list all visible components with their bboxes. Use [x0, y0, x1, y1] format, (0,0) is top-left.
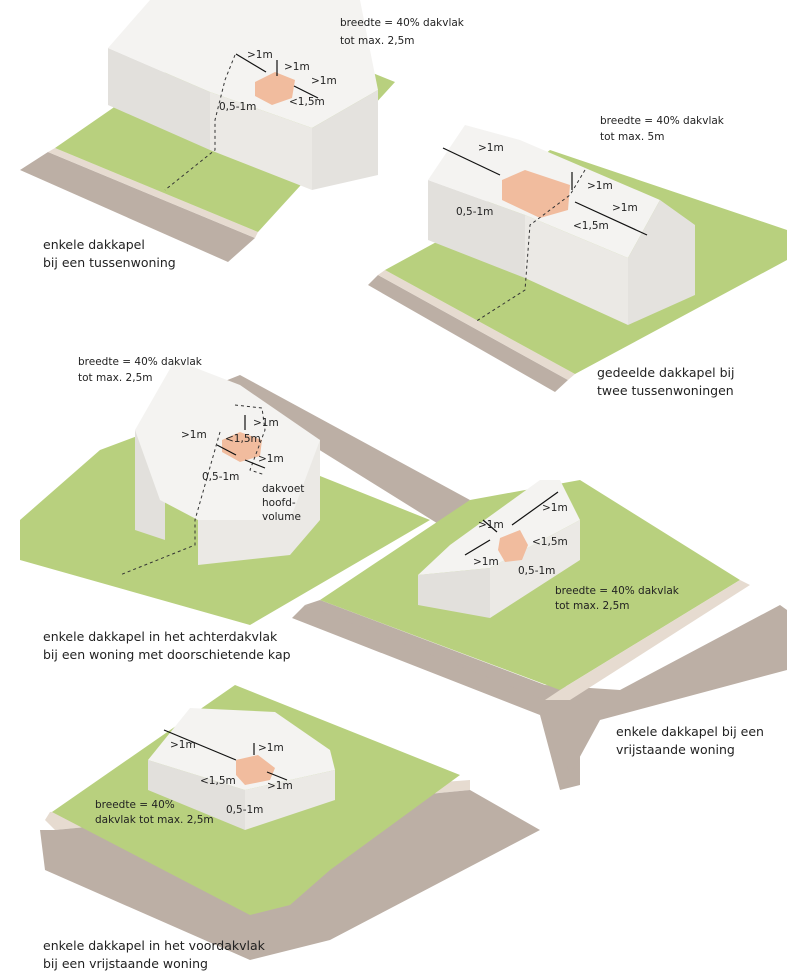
dimension-label: >1m: [181, 429, 207, 441]
note-line: tot max. 2,5m: [555, 600, 630, 612]
dimension-label: 0,5-1m: [226, 804, 264, 816]
scene-1-illustration: [20, 0, 395, 262]
dimension-label: >1m: [612, 202, 638, 214]
extra-label: hoofd-: [262, 497, 296, 509]
note-line: breedte = 40% dakvlak: [555, 585, 679, 597]
dimension-label: >1m: [478, 142, 504, 154]
caption-line: gedeelde dakkapel bij: [597, 365, 735, 380]
extra-label: dakvoet: [262, 483, 305, 495]
dimension-label: 0,5-1m: [518, 565, 556, 577]
extra-label: volume: [262, 511, 301, 523]
dimension-label: <1,5m: [200, 775, 236, 787]
dimension-label: >1m: [473, 556, 499, 568]
dimension-label: >1m: [170, 739, 196, 751]
note-line: breedte = 40%: [95, 799, 175, 811]
caption-line: bij een vrijstaande woning: [43, 956, 208, 971]
caption-line: enkele dakkapel: [43, 237, 145, 252]
caption: gedeelde dakkapel bij twee tussenwoningen: [597, 364, 734, 400]
dimension-label: >1m: [258, 453, 284, 465]
note-line: tot max. 2,5m: [340, 35, 415, 47]
dimension-label: >1m: [587, 180, 613, 192]
note-line: tot max. 5m: [600, 131, 665, 143]
caption: enkele dakkapel bij een vrijstaande wonin…: [616, 723, 764, 759]
dimension-label: >1m: [267, 780, 293, 792]
caption: enkele dakkapel in het voordakvlak bij ee…: [43, 937, 265, 973]
dimension-label: >1m: [247, 49, 273, 61]
scene-4-illustration: [292, 480, 787, 790]
dimension-label: >1m: [253, 417, 279, 429]
dimension-label: >1m: [478, 519, 504, 531]
caption-line: enkele dakkapel in het voordakvlak: [43, 938, 265, 953]
dimension-label: >1m: [258, 742, 284, 754]
note-line: dakvlak tot max. 2,5m: [95, 814, 214, 826]
caption-line: bij een tussenwoning: [43, 255, 176, 270]
caption-line: enkele dakkapel in het achterdakvlak: [43, 629, 278, 644]
dimension-label: 0,5-1m: [202, 471, 240, 483]
note-line: breedte = 40% dakvlak: [600, 115, 724, 127]
note-line: breedte = 40% dakvlak: [340, 17, 464, 29]
caption: enkele dakkapel bij een tussenwoning: [43, 236, 176, 272]
caption-line: bij een woning met doorschietende kap: [43, 647, 291, 662]
dimension-label: <1,5m: [573, 220, 609, 232]
dimension-label: >1m: [542, 502, 568, 514]
dimension-label: <1,5m: [532, 536, 568, 548]
dimension-label: >1m: [311, 75, 337, 87]
caption-line: vrijstaande woning: [616, 742, 735, 757]
caption: enkele dakkapel in het achterdakvlak bij …: [43, 628, 291, 664]
dimension-label: >1m: [284, 61, 310, 73]
dimension-label: <1,5m: [225, 433, 261, 445]
note-line: breedte = 40% dakvlak: [78, 356, 202, 368]
dimension-lines: [163, 53, 648, 781]
scene-5-illustration: [40, 685, 540, 960]
note-line: tot max. 2,5m: [78, 372, 153, 384]
caption-line: enkele dakkapel bij een: [616, 724, 764, 739]
dimension-label: 0,5-1m: [219, 101, 257, 113]
scene-2-illustration: [368, 125, 787, 392]
dimension-label: <1,5m: [289, 96, 325, 108]
dimension-label: 0,5-1m: [456, 206, 494, 218]
caption-line: twee tussenwoningen: [597, 383, 734, 398]
scene-3-illustration: [20, 360, 470, 625]
